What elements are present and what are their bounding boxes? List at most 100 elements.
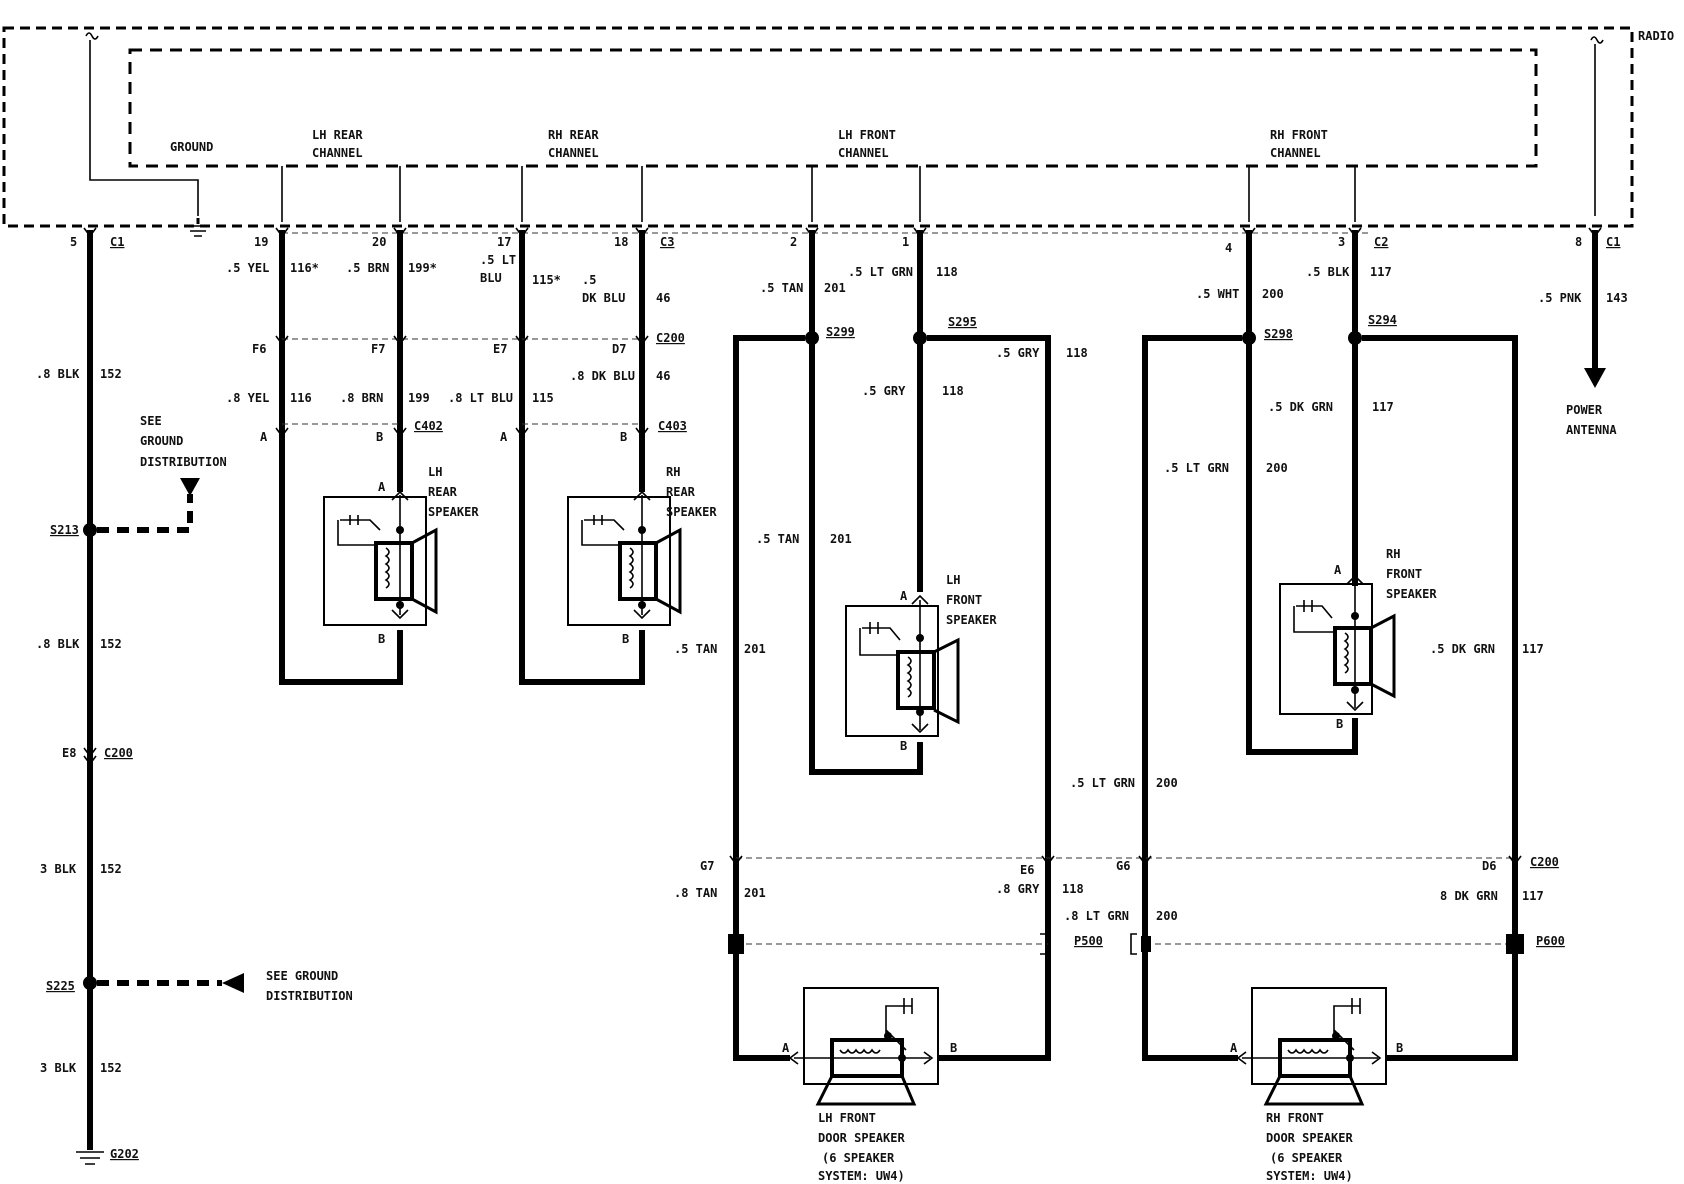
lh-door-pin-a: A <box>782 1041 790 1055</box>
ground-label: GROUND <box>170 140 213 154</box>
radio-enclosure: RADIO GROUND LH REAR CHANNEL RH REAR CHA… <box>2 26 1674 237</box>
pin-2: 2 <box>790 235 797 249</box>
rh-door-pin-a: A <box>1230 1041 1238 1055</box>
lh-front-speaker: A B LH FRONT SPEAKER <box>845 573 997 753</box>
circuit-201-3: 201 <box>744 642 766 656</box>
see-ground-note-1: SEE <box>140 414 162 428</box>
connector-c1-left: C1 <box>110 235 124 249</box>
circuit-201-2: 201 <box>830 532 852 546</box>
wire-label-5-tan-1: .5 TAN <box>760 281 803 295</box>
connector-c3: C3 <box>660 235 674 249</box>
rh-front-door-speaker: A B RH FRONT DOOR SPEAKER (6 SPEAKER SYS… <box>1230 987 1403 1183</box>
wire-label-5-blk: .5 BLK <box>1306 265 1350 279</box>
splice-s294: S294 <box>1368 313 1397 327</box>
lh-rear-speaker-label-1: LH <box>428 465 442 479</box>
wire-label-5-dk-blu-b: DK BLU <box>582 291 625 305</box>
connector-c200-ground: C200 <box>104 746 133 760</box>
rh-door-speaker-label-3: (6 SPEAKER <box>1270 1151 1343 1165</box>
wire-label-8-blk-1: .8 BLK <box>36 367 80 381</box>
wire-label-5-dk-grn-1: .5 DK GRN <box>1268 400 1333 414</box>
lh-door-pin-b: B <box>950 1041 957 1055</box>
wire-label-5-yel: .5 YEL <box>226 261 269 275</box>
pin-17: 17 <box>497 235 511 249</box>
rh-front-pin-b: B <box>1336 717 1343 731</box>
connector-d6: D6 <box>1482 859 1496 873</box>
circuit-115-star: 115* <box>532 273 561 287</box>
rh-door-speaker-label-4: SYSTEM: UW4) <box>1266 1169 1353 1183</box>
wire-label-3-blk-1: 3 BLK <box>40 862 77 876</box>
rh-door-speaker-label-1: RH FRONT <box>1266 1111 1324 1125</box>
wire-label-5-dk-blu-a: .5 <box>582 273 596 287</box>
rh-front-speaker-label-2: FRONT <box>1386 567 1422 581</box>
rh-front-circuits: .5 WHT 200 .5 BLK 117 .5 PNK 143 S298 S2… <box>1070 227 1628 1061</box>
lh-door-speaker-label-1: LH FRONT <box>818 1111 876 1125</box>
power-antenna-label-2: ANTENNA <box>1566 423 1617 437</box>
wire-label-5-lt-grn-2: .5 LT GRN <box>1164 461 1229 475</box>
circuit-115: 115 <box>532 391 554 405</box>
wire-label-5-tan-3: .5 TAN <box>674 642 717 656</box>
rh-front-speaker: A B RH FRONT SPEAKER <box>1279 547 1437 731</box>
wire-label-8-lt-grn: .8 LT GRN <box>1064 909 1129 923</box>
circuit-46-b: 46 <box>656 369 670 383</box>
connector-a-lh-rear: A <box>260 430 268 444</box>
wire-label-5-gry-2: .5 GRY <box>862 384 906 398</box>
wire-label-3-blk-2: 3 BLK <box>40 1061 77 1075</box>
circuit-117-4: 117 <box>1522 889 1544 903</box>
connector-f6: F6 <box>252 342 266 356</box>
connector-p500: P500 <box>1074 934 1103 948</box>
rh-rear-pin-b: B <box>622 632 629 646</box>
circuit-152-3: 152 <box>100 862 122 876</box>
connector-e8: E8 <box>62 746 76 760</box>
ground-g202: G202 <box>110 1147 139 1161</box>
circuit-143: 143 <box>1606 291 1628 305</box>
circuit-118-1: 118 <box>936 265 958 279</box>
connector-row: 5 C1 19 20 17 18 C3 2 1 4 3 C2 8 C1 <box>70 232 1620 255</box>
wire-label-5-gry-1: .5 GRY <box>996 346 1040 360</box>
rear-speaker-circuits: .5 YEL 116* .5 BRN 199* .5 LT BLU 115* .… <box>226 227 717 685</box>
pin-8: 8 <box>1575 235 1582 249</box>
radio-label: RADIO <box>1638 29 1674 43</box>
lh-rear-speaker-label-3: SPEAKER <box>428 505 479 519</box>
door-connectors: G7 E6 G6 D6 C200 .8 TAN 201 .8 GRY 118 .… <box>674 855 1565 955</box>
circuit-46-a: 46 <box>656 291 670 305</box>
circuit-200-4: 200 <box>1156 909 1178 923</box>
circuit-118-4: 118 <box>1062 882 1084 896</box>
rh-front-channel-label: RH FRONT <box>1270 128 1328 142</box>
connector-e6: E6 <box>1020 863 1034 877</box>
connector-a-rh-rear: A <box>500 430 508 444</box>
wire-label-5-lt-blu-a: .5 LT <box>480 253 516 267</box>
circuit-118-3: 118 <box>1066 346 1088 360</box>
lh-front-pin-b: B <box>900 739 907 753</box>
splice-s299: S299 <box>826 325 855 339</box>
splice-s225: S225 <box>46 979 75 993</box>
lh-front-circuits: .5 TAN 201 .5 LT GRN 118 S299 S295 .5 GR… <box>674 227 1088 1061</box>
circuit-199: 199 <box>408 391 430 405</box>
circuit-199-star: 199* <box>408 261 437 275</box>
wire-label-8-blk-2: .8 BLK <box>36 637 80 651</box>
pin-19: 19 <box>254 235 268 249</box>
wire-label-5-dk-grn-2: .5 DK GRN <box>1430 642 1495 656</box>
connector-c402: C402 <box>414 419 443 433</box>
circuit-117-2: 117 <box>1372 400 1394 414</box>
lh-rear-speaker-label-2: REAR <box>428 485 458 499</box>
wire-label-8-dk-grn: 8 DK GRN <box>1440 889 1498 903</box>
wire-label-5-lt-grn-3: .5 LT GRN <box>1070 776 1135 790</box>
pin-18: 18 <box>614 235 628 249</box>
wire-label-5-brn: .5 BRN <box>346 261 389 275</box>
connector-c200-door: C200 <box>1530 855 1559 869</box>
connector-c1-right: C1 <box>1606 235 1620 249</box>
rh-front-channel-label-2: CHANNEL <box>1270 146 1321 160</box>
lh-rear-channel-label: LH REAR <box>312 128 363 142</box>
connector-c200-rear: C200 <box>656 331 685 345</box>
rh-front-speaker-label-3: SPEAKER <box>1386 587 1437 601</box>
wire-label-8-tan: .8 TAN <box>674 886 717 900</box>
lh-front-pin-a: A <box>900 589 908 603</box>
splice-s298: S298 <box>1264 327 1293 341</box>
circuit-117-3: 117 <box>1522 642 1544 656</box>
connector-f7: F7 <box>371 342 385 356</box>
connector-e7: E7 <box>493 342 507 356</box>
rh-door-speaker-label-2: DOOR SPEAKER <box>1266 1131 1353 1145</box>
pin-4: 4 <box>1225 241 1232 255</box>
circuit-116: 116 <box>290 391 312 405</box>
